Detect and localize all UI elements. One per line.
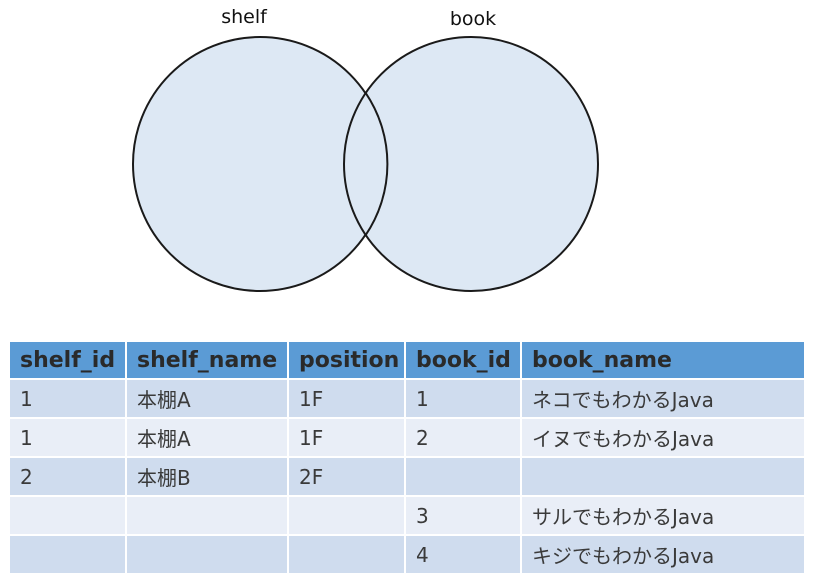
column-header-position: position bbox=[289, 342, 406, 380]
venn-overlap-outline bbox=[364, 92, 389, 236]
column-header-book-name: book_name bbox=[522, 342, 804, 380]
cell-position: 1F bbox=[289, 419, 406, 458]
join-result-table: shelf_id shelf_name position book_id boo… bbox=[10, 342, 804, 575]
cell-shelf-name: 本棚B bbox=[127, 458, 289, 497]
cell-shelf-id bbox=[10, 497, 127, 536]
table-row: 1 本棚A 1F 2 イヌでもわかるJava bbox=[10, 419, 804, 458]
cell-book-id bbox=[406, 458, 522, 497]
column-header-book-id: book_id bbox=[406, 342, 522, 380]
cell-book-id: 4 bbox=[406, 536, 522, 575]
table-row: 2 本棚B 2F bbox=[10, 458, 804, 497]
cell-shelf-name bbox=[127, 497, 289, 536]
venn-circle-book bbox=[343, 36, 599, 292]
cell-book-id: 2 bbox=[406, 419, 522, 458]
cell-position bbox=[289, 536, 406, 575]
cell-shelf-id: 2 bbox=[10, 458, 127, 497]
cell-position: 1F bbox=[289, 380, 406, 419]
table-row: 1 本棚A 1F 1 ネコでもわかるJava bbox=[10, 380, 804, 419]
table-row: 4 キジでもわかるJava bbox=[10, 536, 804, 575]
cell-book-name: キジでもわかるJava bbox=[522, 536, 804, 575]
cell-shelf-id bbox=[10, 536, 127, 575]
cell-shelf-id: 1 bbox=[10, 419, 127, 458]
cell-position bbox=[289, 497, 406, 536]
cell-shelf-id: 1 bbox=[10, 380, 127, 419]
cell-book-name bbox=[522, 458, 804, 497]
venn-diagram: shelf book bbox=[132, 6, 599, 292]
table-row: 3 サルでもわかるJava bbox=[10, 497, 804, 536]
cell-shelf-name: 本棚A bbox=[127, 419, 289, 458]
cell-book-name: ネコでもわかるJava bbox=[522, 380, 804, 419]
cell-book-id: 1 bbox=[406, 380, 522, 419]
cell-position: 2F bbox=[289, 458, 406, 497]
column-header-shelf-id: shelf_id bbox=[10, 342, 127, 380]
cell-book-name: イヌでもわかるJava bbox=[522, 419, 804, 458]
cell-book-name: サルでもわかるJava bbox=[522, 497, 804, 536]
column-header-shelf-name: shelf_name bbox=[127, 342, 289, 380]
table-header-row: shelf_id shelf_name position book_id boo… bbox=[10, 342, 804, 380]
venn-label-shelf: shelf bbox=[221, 6, 268, 28]
cell-book-id: 3 bbox=[406, 497, 522, 536]
cell-shelf-name bbox=[127, 536, 289, 575]
cell-shelf-name: 本棚A bbox=[127, 380, 289, 419]
venn-label-book: book bbox=[450, 8, 496, 30]
